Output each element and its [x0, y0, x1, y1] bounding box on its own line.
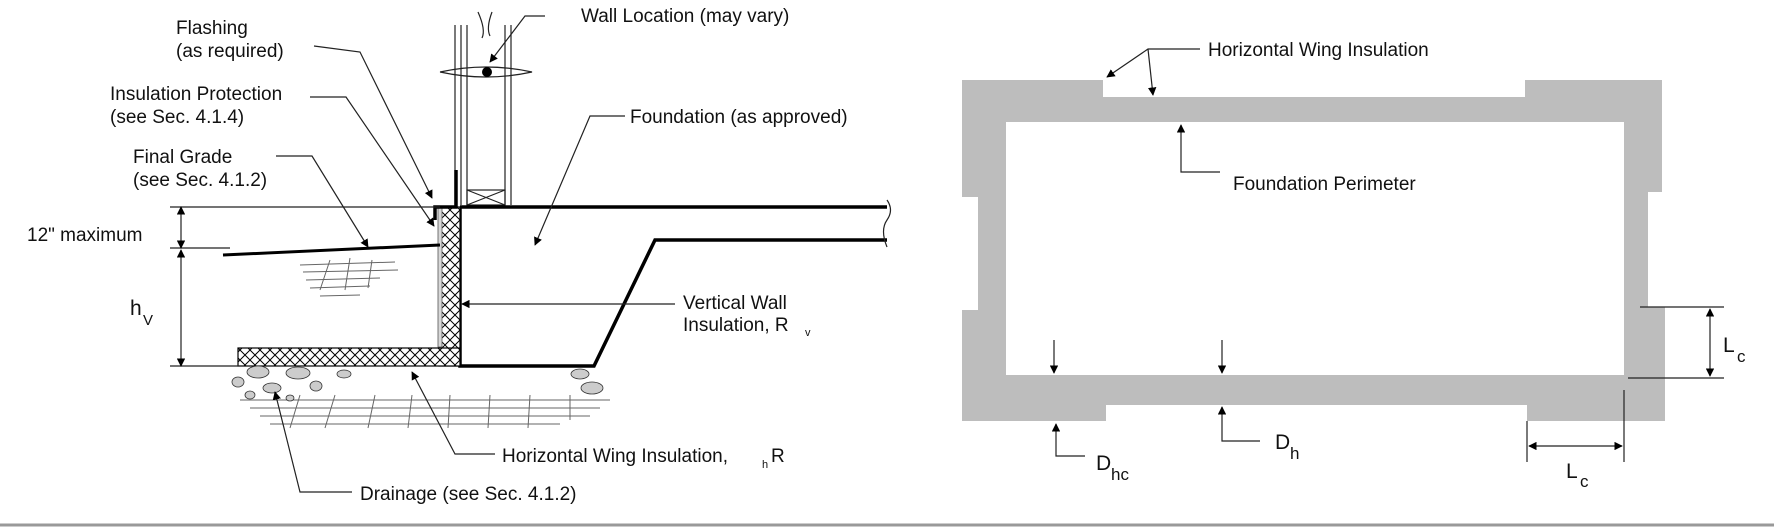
horizontal-wing-label: Horizontal Wing Insulation,	[502, 446, 728, 467]
flashing	[433, 170, 458, 220]
soil-hatch	[240, 257, 610, 429]
horizontal-wing-insulation-band	[962, 80, 1665, 421]
drainage-label: Drainage (see Sec. 4.1.2)	[360, 484, 577, 505]
flashing-label: Flashing	[176, 18, 248, 39]
lc-bottom-label: L	[1566, 460, 1578, 483]
insulation-protection	[437, 206, 443, 348]
foundation-outline	[458, 205, 887, 368]
lc-right-subscript: c	[1737, 347, 1746, 366]
lc-right-label: L	[1723, 334, 1735, 357]
plan-view: Horizontal Wing Insulation Foundation Pe…	[962, 40, 1746, 491]
horizontal-wing-subscript: h	[762, 459, 768, 471]
vertical-wall-rvalue: Insulation, R	[683, 315, 789, 336]
section-detail: Wall Location (may vary) Flashing (as re…	[27, 6, 892, 505]
horizontal-wing-insulation	[237, 347, 461, 367]
wall-location-label: Wall Location (may vary)	[581, 6, 789, 27]
plan-horizontal-wing-label: Horizontal Wing Insulation	[1208, 40, 1429, 61]
foundation-label: Foundation (as approved)	[630, 107, 848, 128]
lc-right-dimension	[1628, 306, 1724, 379]
wall-framing	[439, 11, 533, 206]
final-grade-note: (see Sec. 4.1.2)	[133, 170, 267, 191]
horizontal-wing-rvalue: R	[771, 446, 785, 467]
flashing-note: (as required)	[176, 41, 284, 62]
drainage-gravel	[231, 365, 604, 402]
dimension-lines	[170, 206, 440, 367]
insulation-protection-note: (see Sec. 4.1.4)	[110, 107, 244, 128]
depth-arrows	[1049, 340, 1260, 457]
hv-subscript: V	[143, 312, 153, 329]
foundation-perimeter-label: Foundation Perimeter	[1233, 174, 1416, 195]
vertical-wall-label: Vertical Wall	[683, 293, 787, 314]
final-grade-label: Final Grade	[133, 147, 232, 168]
dh-subscript: h	[1290, 444, 1299, 463]
plan-leader-lines	[1106, 48, 1220, 173]
wall-location-dot	[482, 67, 492, 77]
lc-bottom-dimension	[1526, 390, 1625, 462]
dh-label: D	[1275, 431, 1290, 454]
max-height-label: 12" maximum	[27, 225, 143, 246]
hv-label: h	[130, 297, 142, 320]
leader-lines	[272, 15, 675, 493]
insulation-protection-label: Insulation Protection	[110, 84, 282, 105]
dhc-subscript: hc	[1111, 465, 1129, 484]
final-grade-line	[222, 243, 441, 257]
lc-bottom-subscript: c	[1580, 472, 1589, 491]
dhc-label: D	[1096, 452, 1111, 475]
vertical-wall-subscript: v	[805, 327, 811, 339]
